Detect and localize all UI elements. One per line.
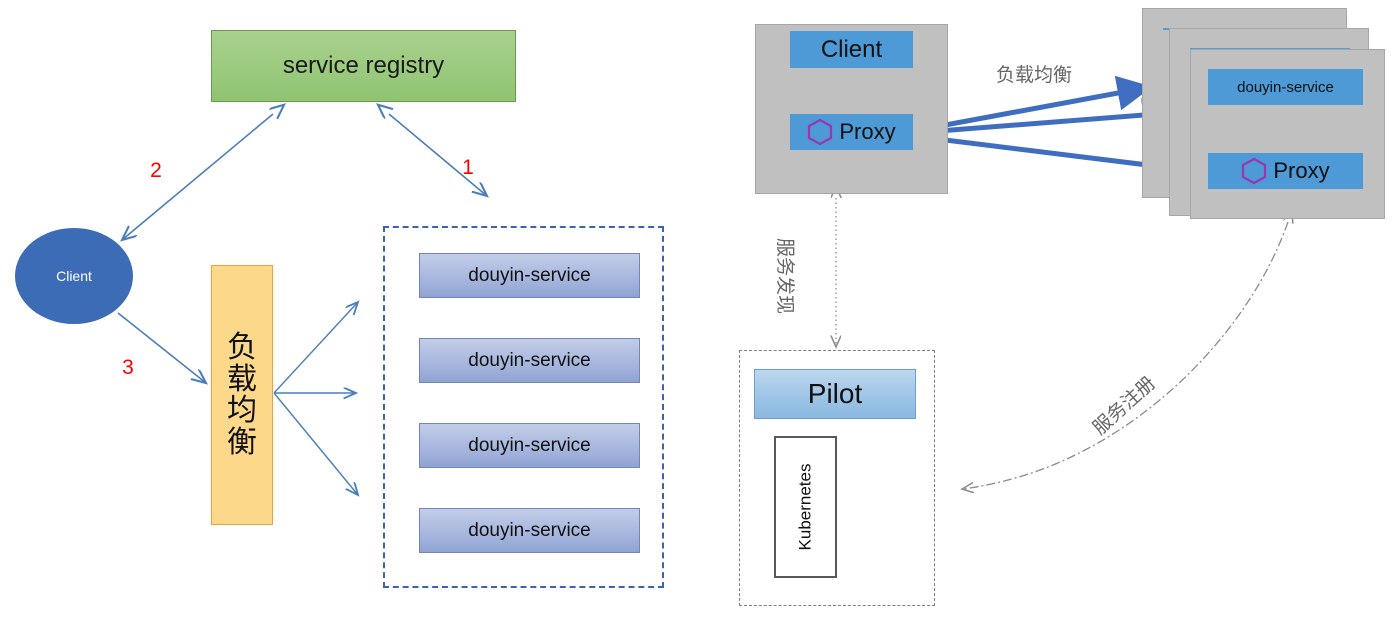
service-discovery-label: 服务发现 (774, 238, 795, 315)
client-proxy-label: Proxy (839, 119, 896, 144)
service-proxy-node[interactable]: Proxy (1208, 153, 1363, 189)
client-proxy-node[interactable]: Proxy (790, 114, 913, 150)
step-number-2: 2 (150, 159, 162, 182)
lb-char-3: 均 (227, 394, 257, 427)
douyin-service-label: douyin-service (468, 349, 591, 371)
hexagon-icon (808, 118, 833, 146)
kubernetes-label: Kubernetes (795, 463, 815, 551)
douyin-service-node-right[interactable]: douyin-service (1208, 69, 1363, 105)
client-node-left[interactable]: Client (15, 228, 133, 324)
load-balancer-box[interactable]: 负 载 均 衡 (211, 265, 273, 525)
service-pool-container (383, 226, 664, 588)
kubernetes-node[interactable]: Kubernetes (774, 436, 837, 578)
douyin-service-label: douyin-service (468, 434, 591, 456)
douyin-service-label-right: douyin-service (1237, 78, 1334, 96)
client-label-left: Client (56, 268, 92, 284)
pilot-label: Pilot (807, 378, 863, 409)
client-label-right: Client (820, 35, 883, 63)
step-number-1: 1 (462, 156, 474, 179)
client-node-right[interactable]: Client (790, 31, 913, 68)
service-registry-label: service registry (282, 52, 445, 79)
douyin-service-instance-4[interactable]: douyin-service (419, 508, 640, 553)
step-number-3: 3 (122, 356, 134, 379)
service-registration-label: 服务注册 (1089, 372, 1160, 440)
douyin-service-instance-1[interactable]: douyin-service (419, 253, 640, 298)
douyin-service-instance-2[interactable]: douyin-service (419, 338, 640, 383)
lb-char-2: 载 (227, 362, 257, 396)
douyin-service-label: douyin-service (468, 519, 591, 541)
arrow-lb-fanout (273, 302, 358, 495)
douyin-service-label: douyin-service (468, 264, 591, 286)
pilot-node[interactable]: Pilot (754, 369, 916, 419)
arrow-service-registration (962, 222, 1288, 489)
lb-char-4: 衡 (227, 425, 257, 459)
service-registry-box[interactable]: service registry (211, 30, 516, 102)
service-proxy-label: Proxy (1273, 158, 1330, 183)
hexagon-icon (1242, 157, 1267, 185)
douyin-service-instance-3[interactable]: douyin-service (419, 423, 640, 468)
lb-char-1: 负 (227, 331, 257, 364)
control-plane-container (739, 350, 935, 606)
load-balancing-label: 负载均衡 (996, 65, 1073, 86)
